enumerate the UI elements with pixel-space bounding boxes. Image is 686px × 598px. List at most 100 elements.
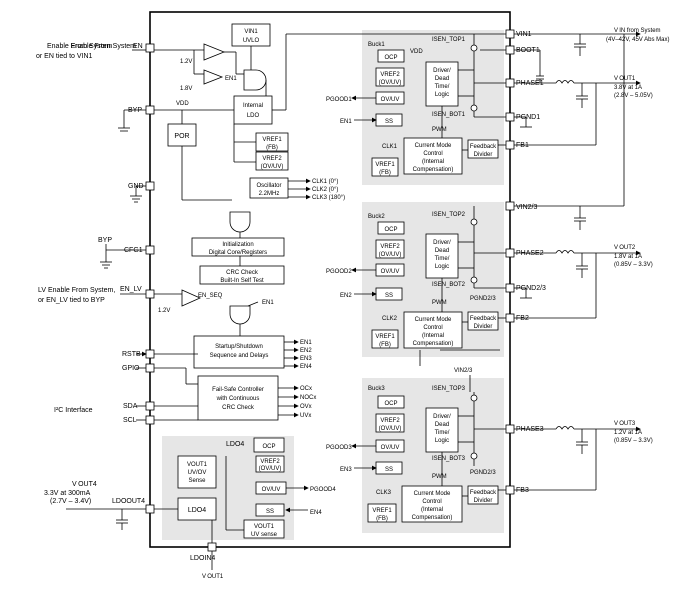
svg-text:Sequence and Delays: Sequence and Delays	[210, 353, 269, 359]
ext-en-text: Enable From System	[71, 43, 137, 50]
svg-text:ISEN_TOP2: ISEN_TOP2	[432, 212, 466, 218]
svg-text:Driver/: Driver/	[433, 414, 451, 420]
svg-text:VREF2: VREF2	[262, 156, 282, 162]
svg-text:VREF2: VREF2	[380, 418, 400, 424]
pin-scl-label: SCL	[123, 417, 137, 424]
pin-fb2	[505, 313, 515, 323]
svg-text:Driver/: Driver/	[433, 240, 451, 246]
buck3: VIN2/3 Buck3 OCP ISEN_TOP3 VREF2 (OV/UV)…	[326, 349, 506, 523]
svg-text:Dead: Dead	[435, 248, 449, 254]
svg-text:1.2V at 1A: 1.2V at 1A	[614, 430, 642, 436]
pin-byp-label: BYP	[128, 107, 142, 114]
svg-text:UV/OV: UV/OV	[188, 470, 207, 476]
svg-text:UVLO: UVLO	[243, 38, 260, 44]
svg-text:PGOOD3: PGOOD3	[326, 445, 352, 451]
svg-text:VOUT1: VOUT1	[187, 462, 208, 468]
pin-sda-label: SDA	[123, 403, 138, 410]
svg-text:Built-In Self Test: Built-In Self Test	[220, 278, 264, 284]
svg-text:1.8V at 1A: 1.8V at 1A	[614, 254, 642, 260]
svg-text:1.2V: 1.2V	[180, 59, 192, 65]
svg-text:ISEN_BOT3: ISEN_BOT3	[432, 456, 466, 462]
svg-text:VREF1: VREF1	[372, 508, 392, 514]
ext-vout4-range: (2.7V – 3.4V)	[50, 498, 91, 505]
svg-text:VREF2: VREF2	[260, 459, 280, 465]
svg-text:CRC Check: CRC Check	[222, 405, 255, 411]
svg-text:LDO4: LDO4	[188, 507, 206, 514]
svg-text:Divider: Divider	[474, 152, 493, 158]
svg-text:OV/UV: OV/UV	[262, 487, 281, 493]
svg-text:V OUT1: V OUT1	[614, 76, 636, 82]
svg-text:FB2: FB2	[516, 315, 529, 322]
svg-text:OV/UV: OV/UV	[381, 445, 400, 451]
pin-cfg1	[145, 245, 155, 255]
svg-text:Startup/Shutdown: Startup/Shutdown	[215, 344, 263, 350]
svg-text:Divider: Divider	[474, 324, 493, 330]
failsafe-box	[197, 375, 279, 421]
buck2-driver	[425, 233, 459, 279]
svg-text:Dead: Dead	[435, 422, 449, 428]
svg-text:(Internal: (Internal	[422, 159, 444, 165]
svg-text:Logic: Logic	[435, 92, 449, 98]
buck1-driver	[425, 61, 459, 107]
svg-text:ISEN_BOT1: ISEN_BOT1	[432, 112, 466, 118]
pin-ldoin4	[207, 542, 217, 552]
svg-text:Time/: Time/	[435, 430, 450, 436]
crc-check-box	[199, 265, 285, 285]
buck3-driver	[425, 407, 459, 453]
svg-text:CRC Check: CRC Check	[226, 270, 259, 276]
svg-text:SS: SS	[385, 467, 393, 473]
svg-text:CLK3: CLK3	[376, 490, 392, 496]
vref2-box	[255, 151, 289, 171]
svg-text:VOUT1: VOUT1	[254, 524, 275, 530]
svg-text:EN4: EN4	[310, 510, 322, 516]
pin-cfg1-label: CFG1	[124, 247, 143, 254]
svg-text:CLK1: CLK1	[382, 144, 398, 150]
svg-text:PWM: PWM	[432, 127, 447, 133]
pin-rstb-label: RSTB	[122, 351, 141, 358]
buck1-fb-divider	[467, 139, 499, 159]
buck1-vref1	[371, 157, 399, 177]
svg-text:Compensation): Compensation)	[413, 167, 454, 173]
svg-text:OV/UV: OV/UV	[381, 269, 400, 275]
svg-text:POR: POR	[174, 133, 189, 140]
svg-text:PWM: PWM	[432, 474, 447, 480]
svg-text:NOCx: NOCx	[300, 395, 316, 401]
oscillator-box	[249, 177, 289, 199]
pin-gpio-label: GPIO	[122, 365, 140, 372]
svg-text:Buck1: Buck1	[368, 42, 385, 48]
svg-text:Dead: Dead	[435, 76, 449, 82]
buck2: Buck2 OCP ISEN_TOP2 VREF2 (OV/UV) OV/UV …	[326, 206, 506, 349]
svg-text:BOOT1: BOOT1	[516, 47, 540, 54]
svg-text:(FB): (FB)	[376, 516, 388, 522]
svg-text:EN1: EN1	[340, 119, 352, 125]
or-gate	[229, 305, 251, 325]
buck1-cmc	[403, 137, 463, 175]
buck2-vref2	[375, 239, 405, 259]
svg-text:Feedback: Feedback	[470, 490, 497, 496]
pin-pgnd23	[505, 283, 515, 293]
pin-vin1	[505, 29, 515, 39]
buck2-fb-divider	[467, 311, 499, 331]
svg-text:EN2: EN2	[300, 348, 312, 354]
svg-text:(OV/UV): (OV/UV)	[379, 426, 402, 432]
svg-text:Current Mode: Current Mode	[414, 491, 451, 497]
pin-en-lv	[145, 289, 155, 299]
svg-text:V OUT2: V OUT2	[614, 245, 636, 251]
svg-text:with Continuous: with Continuous	[216, 396, 260, 402]
svg-text:Logic: Logic	[435, 264, 449, 270]
svg-text:(OV/UV): (OV/UV)	[259, 466, 282, 472]
svg-text:LDO: LDO	[247, 113, 260, 119]
svg-text:Compensation): Compensation)	[412, 515, 453, 521]
pin-boot1	[505, 45, 515, 55]
svg-text:LDO4: LDO4	[226, 441, 244, 448]
svg-text:CLK2 (0°): CLK2 (0°)	[312, 187, 338, 193]
svg-text:PGND2/3: PGND2/3	[516, 285, 546, 292]
svg-text:VREF1: VREF1	[375, 162, 395, 168]
svg-text:PGOOD2: PGOOD2	[326, 269, 352, 275]
svg-text:VREF1: VREF1	[375, 334, 395, 340]
svg-text:OCP: OCP	[262, 444, 275, 450]
ldo4-vref2-box	[255, 455, 285, 473]
svg-text:Sense: Sense	[188, 478, 206, 484]
svg-text:SS: SS	[385, 119, 393, 125]
